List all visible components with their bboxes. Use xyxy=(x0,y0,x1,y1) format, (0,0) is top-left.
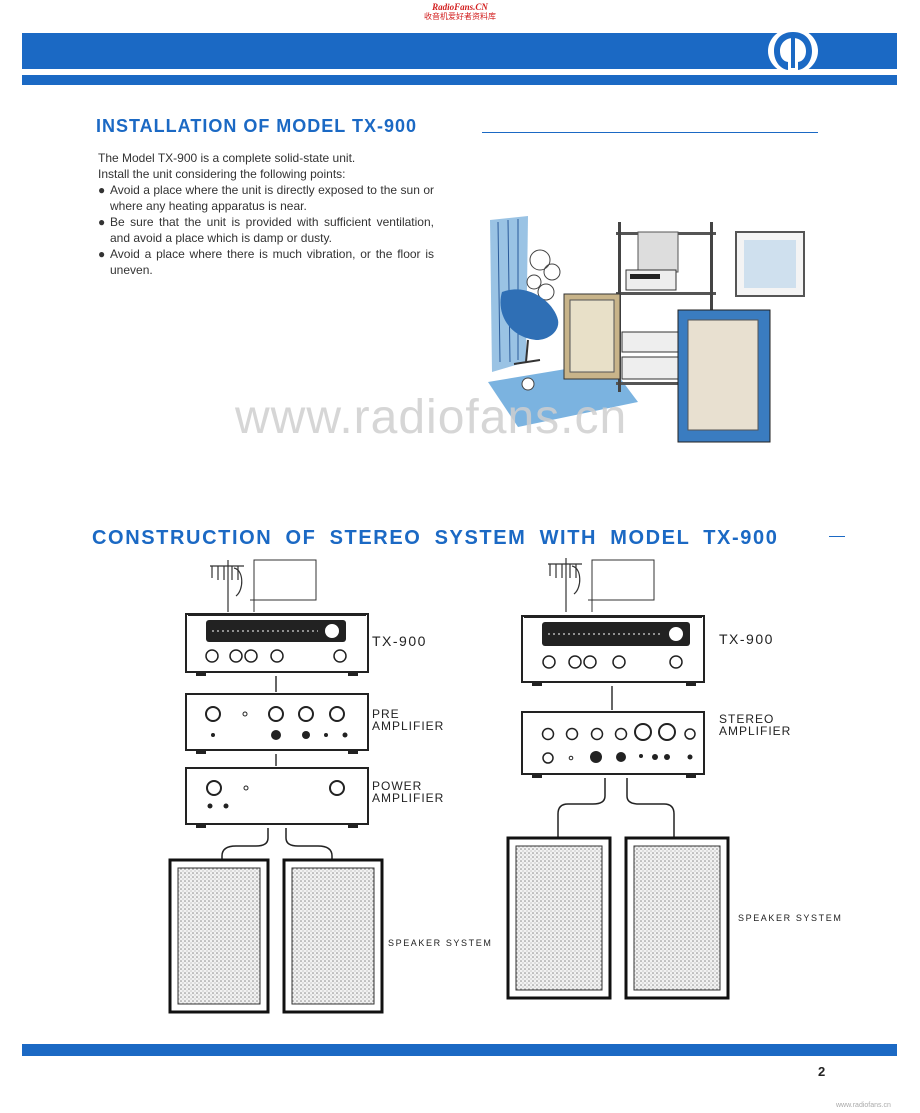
installation-text: The Model TX-900 is a complete solid-sta… xyxy=(98,150,434,278)
header-band-thin xyxy=(22,75,897,85)
pre-amp-label: PRE AMPLIFIER xyxy=(372,707,445,733)
bullet-icon: ● xyxy=(98,247,106,261)
speaker-system-label: SPEAKER SYSTEM xyxy=(738,913,843,923)
header-band xyxy=(22,33,897,69)
left-system xyxy=(168,559,384,1014)
antenna-icon xyxy=(548,558,582,612)
installation-heading: INSTALLATION OF MODEL TX-900 xyxy=(96,116,418,136)
installation-points: ●Avoid a place where the unit is directl… xyxy=(98,182,434,278)
right-system xyxy=(506,558,730,1000)
intro-line: Install the unit considering the followi… xyxy=(98,167,346,181)
footer-url: www.radiofans.cn xyxy=(836,1102,891,1109)
tuner-label: TX-900 xyxy=(719,631,774,647)
bullet-icon: ● xyxy=(98,215,106,229)
list-item: ●Be sure that the unit is provided with … xyxy=(98,215,434,245)
bullet-icon: ● xyxy=(98,183,106,197)
system-diagram xyxy=(168,558,730,1014)
intro-line: The Model TX-900 is a complete solid-sta… xyxy=(98,151,356,165)
power-amp-label: POWER AMPLIFIER xyxy=(372,779,445,805)
speaker-system-label: SPEAKER SYSTEM xyxy=(388,938,493,948)
site-credit: RadioFans.CN 收音机爱好者资料库 xyxy=(0,2,920,22)
list-item: ●Avoid a place where the unit is directl… xyxy=(98,183,434,213)
page-number: 2 xyxy=(818,1064,826,1079)
site-name: RadioFans.CN xyxy=(432,2,488,12)
watermark: www.radiofans.cn xyxy=(235,391,628,444)
heading-rule xyxy=(829,536,845,537)
stereo-amp-label: STEREO AMPLIFIER xyxy=(719,712,792,738)
heading-rule xyxy=(482,132,818,133)
list-item: ●Avoid a place where there is much vibra… xyxy=(98,247,434,277)
brand-logo xyxy=(768,28,818,74)
antenna-icon xyxy=(210,560,244,612)
footer-band xyxy=(22,1044,897,1056)
tuner-label: TX-900 xyxy=(372,633,427,649)
site-subtitle: 收音机爱好者资料库 xyxy=(424,12,496,21)
room-illustration xyxy=(488,216,805,443)
construction-heading: CONSTRUCTION OF STEREO SYSTEM WITH MODEL… xyxy=(92,527,779,549)
